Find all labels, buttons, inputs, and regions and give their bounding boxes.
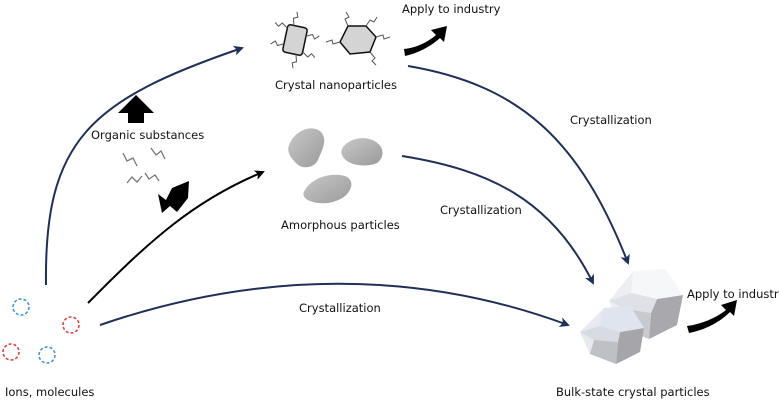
crystal-nanoparticle-icon [270,11,320,69]
crystal-nanoparticle-icon [325,11,391,66]
label-crystallization-middle: Crystallization [440,203,522,217]
label-crystal-nanoparticles: Crystal nanoparticles [275,78,397,92]
arrow-ions-to-bulk [99,282,570,327]
curved-arrow-apply-right-icon [687,300,737,333]
bold-arrow-diagonal-icon [158,181,189,213]
label-apply-right: Apply to industry [687,287,779,301]
ion-icon [2,343,20,361]
label-crystallization-bottom: Crystallization [299,301,381,315]
label-crystallization-upper: Crystallization [570,113,652,127]
label-ions: Ions, molecules [5,385,94,399]
curved-arrow-apply-top-icon [404,26,447,56]
arrow-ions-to-amorphous [87,170,265,304]
ion-icon [62,316,80,334]
arrow-ions-to-nano [44,45,244,286]
arrow-nano-to-bulk [407,65,630,265]
ions-group [2,298,80,364]
ion-icon [38,346,56,364]
organic-molecules-icon [122,147,166,184]
bulk-crystal-particles-icon [580,269,683,364]
bold-arrow-up-icon [118,95,154,123]
label-organic-substances: Organic substances [91,128,204,142]
arrow-amorphous-to-bulk [401,155,594,285]
label-bulk-crystal-particles: Bulk-state crystal particles [556,385,710,399]
ion-icon [12,298,30,316]
label-amorphous-particles: Amorphous particles [281,218,400,232]
amorphous-particles-icon [288,128,383,204]
label-apply-top: Apply to industry [402,2,501,16]
